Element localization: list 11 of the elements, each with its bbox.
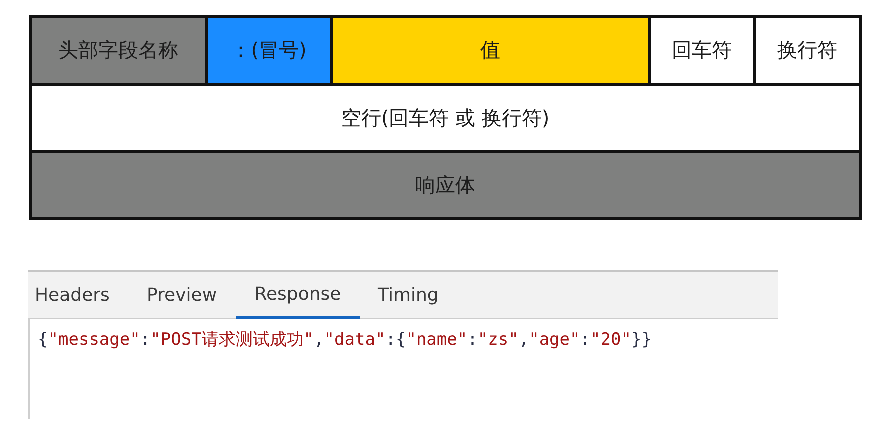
response-text: {"message":"POST请求测试成功","data":{"name":"zs","age":"20"}} [38,329,652,351]
table-cell: 换行符 [753,15,862,86]
table-row: 响应体 [29,150,862,220]
selected-tab: Response [236,272,360,319]
table-cell: ：(冒号) [205,15,333,86]
tab-label: Headers [35,285,110,307]
table-cell: 头部字段名称 [29,15,208,86]
tab-label: Timing [378,285,439,307]
tab-label: Preview [147,285,218,307]
table-row: 空行(回车符 或 换行符) [29,83,862,153]
table-cell: 值 [330,15,651,86]
